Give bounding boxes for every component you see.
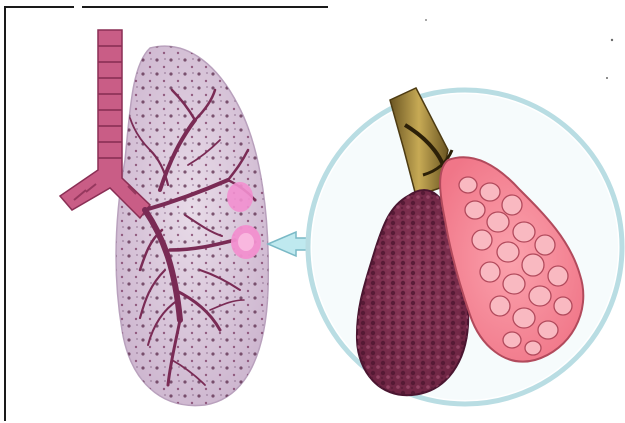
image-specks <box>425 19 613 79</box>
